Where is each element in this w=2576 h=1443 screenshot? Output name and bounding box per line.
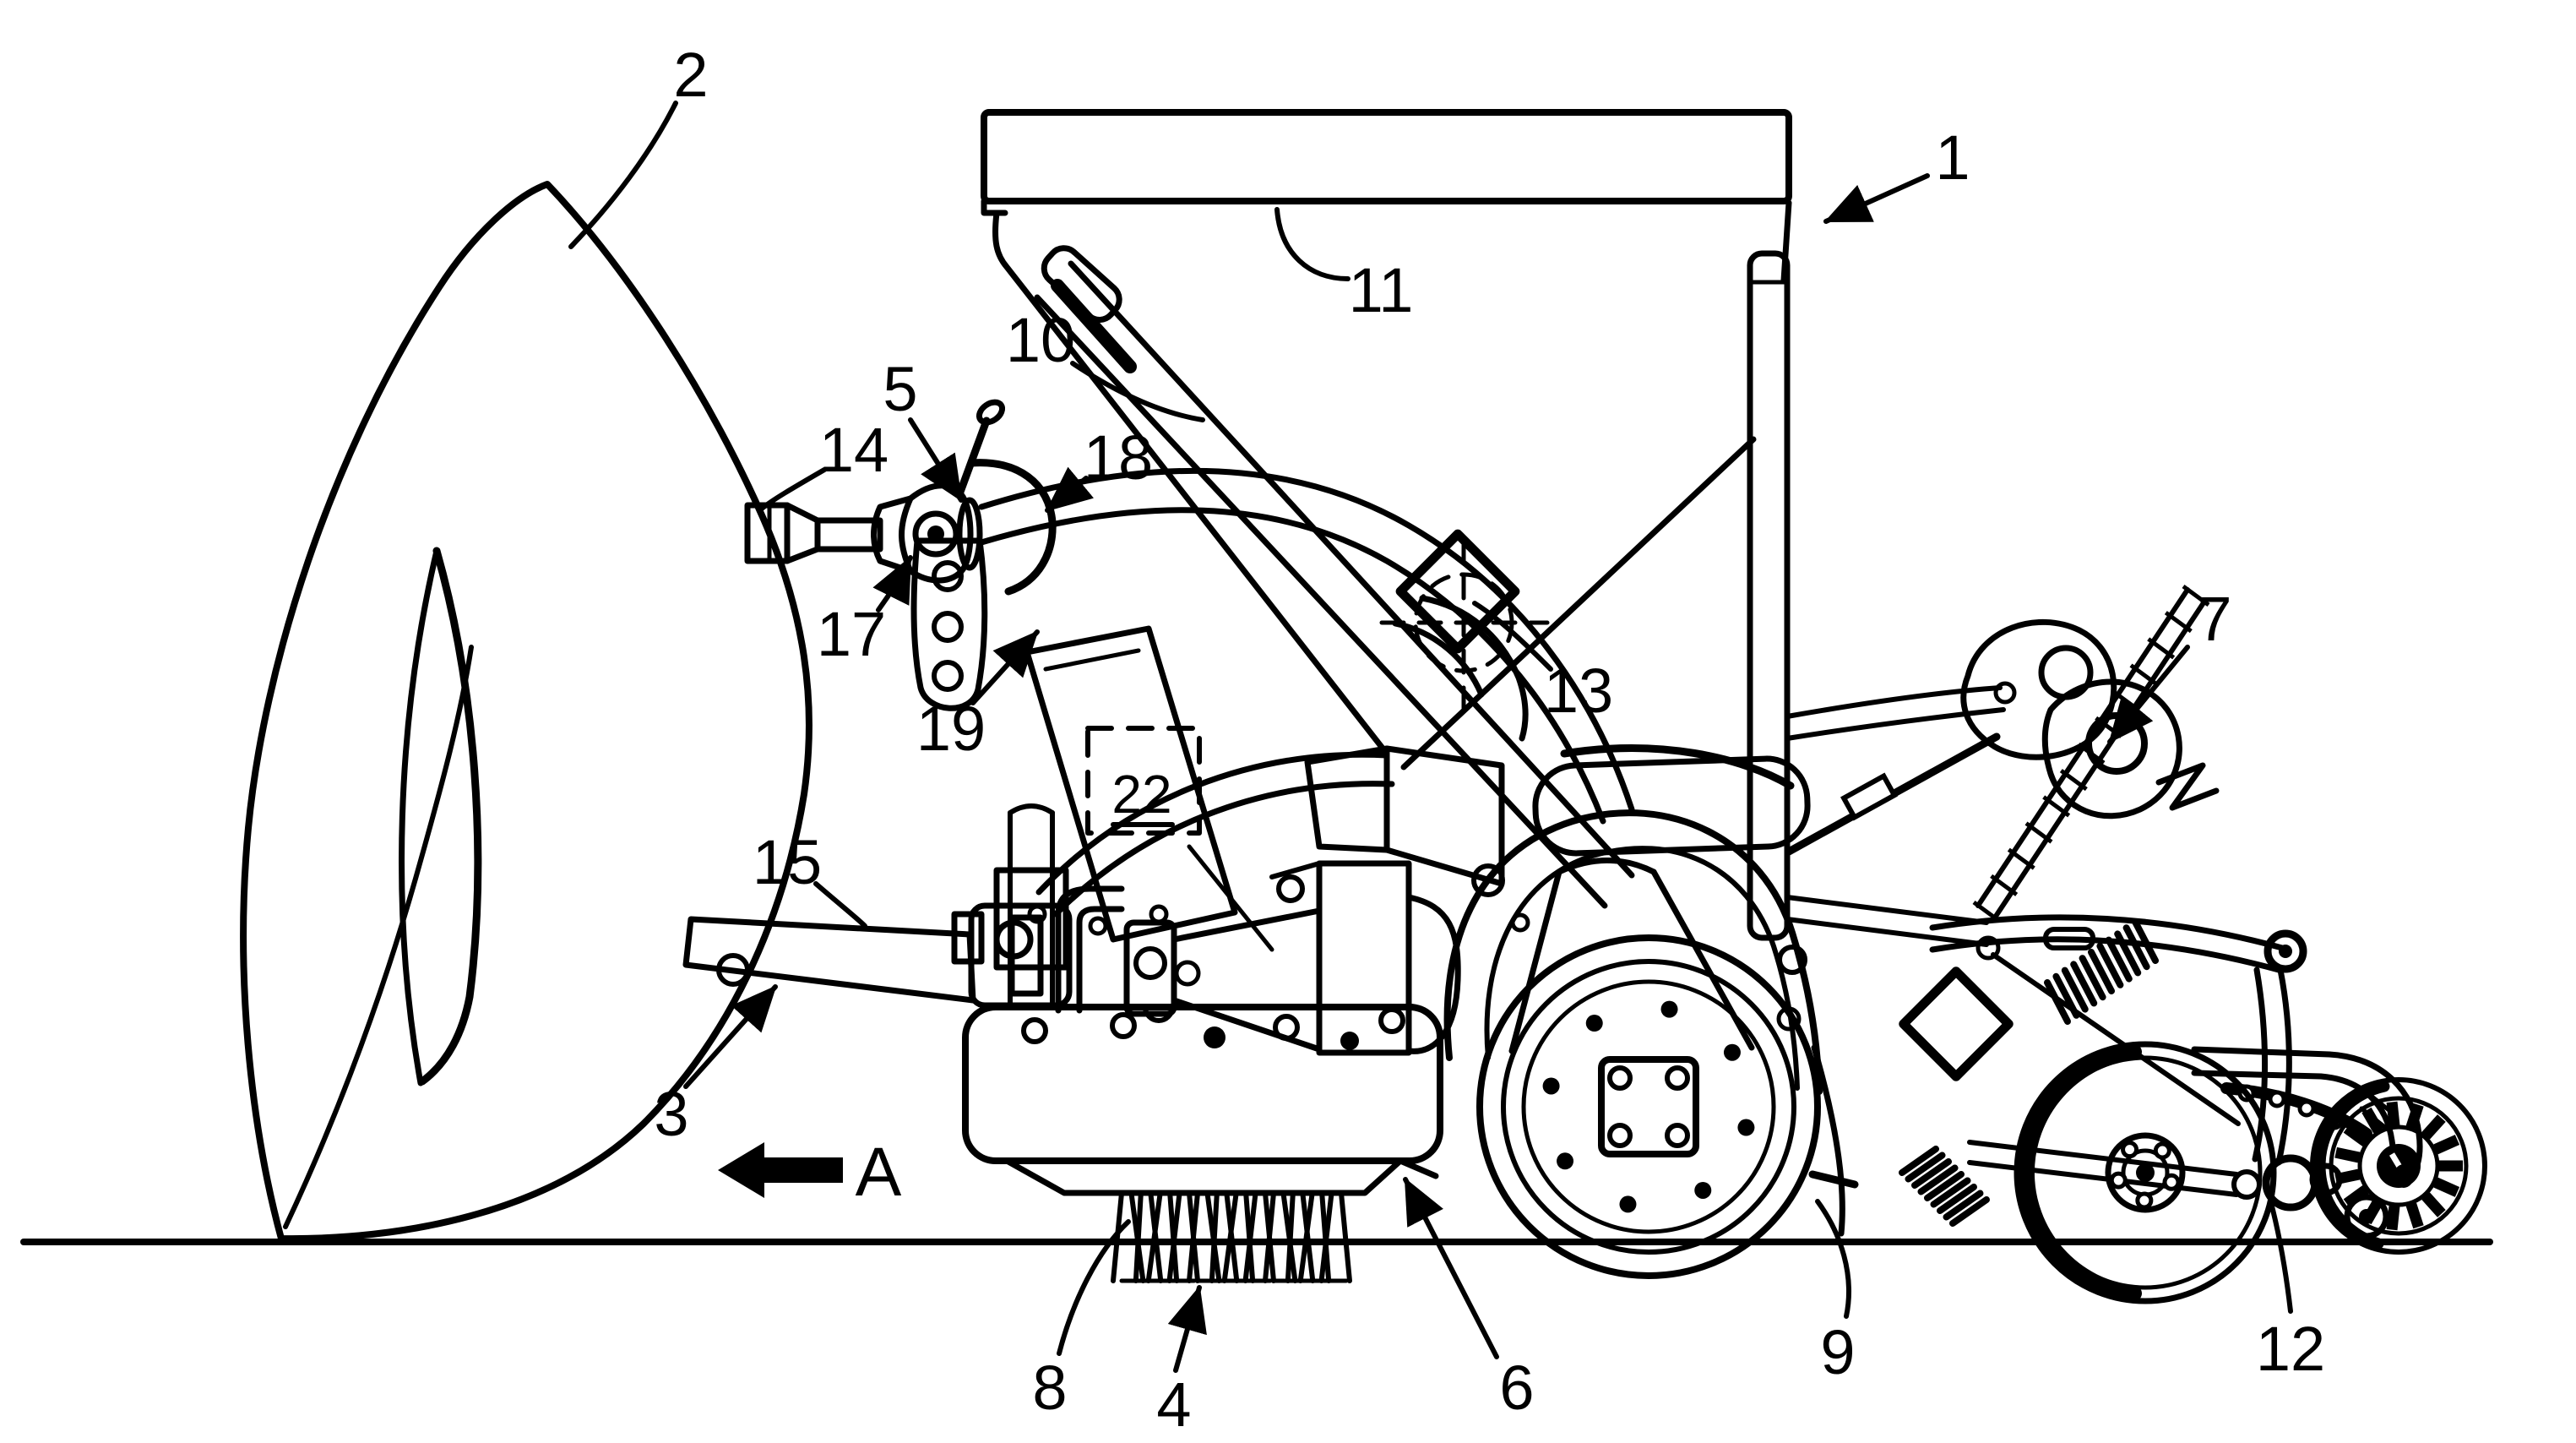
ref-label-2: 2: [673, 40, 708, 110]
seed-hopper: [984, 112, 1809, 938]
ref-label-5: 5: [883, 354, 917, 424]
rear-post: [1750, 253, 1787, 938]
press-wheel: [1448, 813, 1855, 1276]
ref-label-10: 10: [1006, 305, 1075, 375]
ref-label-4: 4: [1156, 1369, 1191, 1440]
leader-15: [816, 884, 865, 926]
leader-14: [762, 470, 824, 509]
reference-labels: 1 2 3 4 5 6 7 8 9 10 11 12 13 14 15 17 1…: [654, 40, 2325, 1440]
leader-12: [2270, 1200, 2291, 1311]
ref-label-9: 9: [1820, 1317, 1855, 1387]
ref-label-11: 11: [1349, 255, 1414, 325]
leader-11: [1277, 210, 1348, 279]
left-arrow-icon: [718, 1142, 843, 1198]
ref-label-13: 13: [1544, 656, 1613, 726]
press-wheel-bolts: [1543, 1001, 1755, 1213]
ref-label-18: 18: [1084, 422, 1153, 493]
leader-1: [1826, 176, 1927, 221]
ref-label-22: 22: [1111, 764, 1171, 825]
row-unit: [1787, 586, 2485, 1301]
leader-4: [1176, 1288, 1199, 1370]
ref-label-3: 3: [654, 1079, 688, 1149]
hub-plate: [1601, 1059, 1696, 1154]
brush-unit: [954, 847, 1458, 1281]
ref-label-1: 1: [1935, 123, 1970, 193]
ref-label-15: 15: [753, 827, 822, 897]
ref-label-19: 19: [916, 694, 986, 764]
hitch-assembly: [747, 398, 1052, 708]
scraper-tab: [1812, 1174, 1855, 1184]
seed-chute: [1307, 749, 1387, 850]
ref-label-17: 17: [817, 599, 886, 669]
spiked-wheel: [2312, 1080, 2485, 1252]
shackle-diamond: [1904, 972, 2008, 1076]
brush-skirt: [1007, 1161, 1400, 1193]
leader-6: [1405, 1179, 1497, 1357]
main-frame-tubes: [981, 471, 1632, 914]
brush-housing: [965, 1007, 1440, 1161]
ref-label-7: 7: [2197, 584, 2231, 654]
ref-label-12: 12: [2256, 1314, 2325, 1384]
plow-blade: [243, 184, 809, 1239]
ref-label-8: 8: [1032, 1353, 1067, 1423]
view-direction-arrow: A: [718, 1134, 902, 1211]
coupler-lever: [959, 421, 986, 494]
ref-label-6: 6: [1499, 1353, 1534, 1423]
brush-bristles: [1113, 1193, 1350, 1281]
ref-label-14: 14: [819, 415, 889, 485]
ref-label-A: A: [856, 1134, 902, 1211]
spring-hatch-lower: [1902, 1149, 1986, 1223]
